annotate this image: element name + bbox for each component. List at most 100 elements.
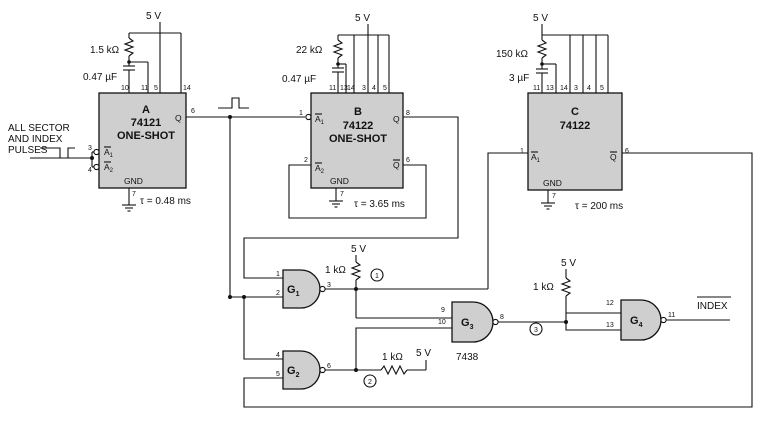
gate-g4-pin-12: 12	[606, 300, 614, 307]
gate-g3-pin-10: 10	[438, 319, 446, 326]
chip-a-output-pulse	[218, 97, 249, 109]
gate-g1-label: G	[287, 284, 296, 296]
gate-g2-bubble	[319, 366, 326, 374]
gate-g3	[451, 301, 494, 343]
svg-text:A1: A1	[104, 147, 114, 159]
chip-b-box	[310, 92, 404, 189]
svg-text:A2: A2	[315, 163, 325, 175]
pullup-2-supply-label: 5 V	[416, 348, 431, 359]
chip-b-capacitor-label: 0.47 µF	[282, 74, 316, 85]
chip-a-kind: ONE-SHOT	[117, 130, 175, 142]
chip-c-pin-6: 6	[625, 148, 629, 155]
wire-to-g2-pin4	[243, 297, 283, 360]
gate-g4-pin-13: 13	[606, 322, 614, 329]
chip-c-box	[527, 92, 623, 191]
node-2-label: 2	[368, 379, 372, 386]
chip-c-a1-label: A	[531, 152, 537, 162]
pullup-2-label: 1 kΩ	[382, 352, 403, 363]
chip-c-pin-5: 5	[600, 85, 604, 92]
pullup-3-supply-label: 5 V	[561, 258, 576, 269]
chip-a-resistor-label: 1.5 kΩ	[90, 45, 120, 56]
pullup-2-resistor	[380, 364, 408, 376]
gate-g4-pin-11: 11	[668, 312, 675, 319]
chip-a-pin-11: 11	[141, 85, 148, 92]
chip-a-capacitor-label: 0.47 µF	[83, 72, 117, 83]
chip-a-letter: A	[142, 104, 150, 116]
chip-b-pin-3: 3	[362, 85, 366, 92]
chip-a-pin-7: 7	[132, 191, 136, 198]
chip-a-pin-14: 14	[183, 85, 191, 92]
input-label-line-3: PULSES	[8, 145, 48, 156]
input-label-line-1: ALL SECTOR	[8, 123, 70, 134]
chip-a-pin-4: 4	[88, 167, 92, 174]
chip-c-tau: τ = 200 ms	[575, 201, 623, 212]
gate-g1-bubble	[319, 285, 326, 293]
chip-c-resistor-label: 150 kΩ	[496, 49, 528, 60]
gate-g1-pin-3: 3	[327, 282, 331, 289]
chip-a-timing-resistor	[123, 37, 135, 57]
pullup-3-label: 1 kΩ	[533, 282, 554, 293]
chip-a-box	[98, 92, 187, 189]
chip-a-q-label: Q	[175, 113, 182, 123]
chip-b-pin-5: 5	[383, 85, 387, 92]
svg-text:A1: A1	[531, 152, 541, 164]
gate-g3-label: G	[461, 317, 470, 329]
chip-a-supply-label: 5 V	[146, 11, 161, 22]
chip-a-part: 74121	[131, 117, 162, 129]
chip-a-pin-3: 3	[88, 145, 92, 152]
chip-c-pin-14: 14	[560, 85, 568, 92]
gate-g2-pin-4: 4	[276, 352, 280, 359]
chip-b-pin-8: 8	[406, 110, 410, 117]
chip-b-pin-11: 11	[329, 85, 336, 92]
wire-b-q-to-g1-pin1	[243, 116, 459, 279]
gate-g3-bubble	[492, 318, 499, 326]
wire-node2-to-g3-pin10	[355, 327, 452, 370]
chip-c-supply-label: 5 V	[533, 13, 548, 24]
chip-c-letter: C	[571, 106, 579, 118]
svg-text:G1: G1	[287, 284, 300, 298]
wire-b-qbar-to-a2	[288, 164, 427, 219]
node-1-marker	[370, 268, 384, 282]
pullup-1-label: 1 kΩ	[325, 265, 346, 276]
chip-b-kind: ONE-SHOT	[329, 133, 387, 145]
pullup-1-supply-label: 5 V	[351, 244, 366, 255]
chip-c-pin-3: 3	[574, 85, 578, 92]
svg-text:A2: A2	[104, 162, 114, 174]
node-3-label: 3	[534, 327, 538, 334]
wire-c-qbar-to-g2-pin5	[243, 152, 753, 408]
chip-c-pin-13: 13	[546, 85, 554, 92]
chip-b-q-label: Q	[393, 114, 400, 124]
chip-b-supply-label: 5 V	[355, 13, 370, 24]
wire-a-q-to-g1-pin2	[229, 117, 283, 298]
gate-g3-pin-8: 8	[500, 314, 504, 321]
chip-c-timing-resistor	[536, 39, 548, 59]
index-output-label: INDEX	[697, 301, 728, 312]
input-junction	[90, 156, 94, 160]
wire-node1-to-c-a1	[487, 152, 528, 289]
node-2-marker	[363, 374, 377, 388]
node-1-label: 1	[375, 273, 379, 280]
chip-c-qbar-label: Q	[610, 152, 617, 162]
chip-b-pin-14: 14	[347, 85, 355, 92]
chip-c-gnd-label: GND	[543, 178, 562, 188]
chip-b-a1-label: A	[315, 114, 321, 124]
input-label-line-2: AND INDEX	[8, 134, 63, 145]
chip-b-pin-13: 13	[340, 85, 348, 92]
svg-text:G2: G2	[287, 365, 300, 379]
chip-b-part: 74122	[343, 120, 374, 132]
svg-text:G3: G3	[461, 317, 474, 331]
chip-b-a1-bubble	[305, 113, 312, 121]
chip-b-qbar-label: Q	[393, 160, 400, 170]
gate-g3-pin-9: 9	[441, 307, 445, 314]
chip-b-gnd-label: GND	[330, 176, 349, 186]
chip-b-tau: τ = 3.65 ms	[354, 199, 405, 210]
chip-b-pin-2: 2	[304, 157, 308, 164]
node-3-marker	[529, 322, 543, 336]
gate-g2-pin-5: 5	[276, 371, 280, 378]
chip-c-pin-11: 11	[533, 85, 540, 92]
chip-b-a2-label: A	[315, 163, 321, 173]
chip-b-timing-resistor	[332, 39, 344, 59]
chip-a-pin-5: 5	[154, 85, 158, 92]
chip-b-pin-6: 6	[406, 157, 410, 164]
